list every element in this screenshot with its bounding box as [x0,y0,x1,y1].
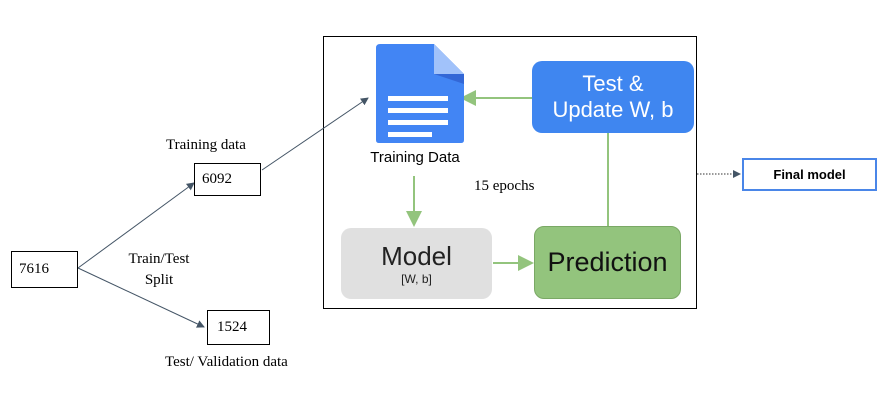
test-count-value: 1524 [217,319,247,335]
epochs-label: 15 epochs [474,178,535,194]
model-box: Model [W, b] [341,228,492,299]
train-to-doc-arrow [261,97,369,171]
training-count-box: 6092 [194,163,261,196]
prediction-box: Prediction [534,226,681,299]
split-label-line2: Split [144,272,174,288]
training-count-value: 6092 [202,171,232,187]
training-data-label: Training data [166,137,246,153]
split-to-test-arrow [77,267,205,328]
document-icon [376,44,464,143]
test-update-box: Test & Update W, b [532,61,694,133]
test-validation-label: Test/ Validation data [165,354,288,370]
prediction-label: Prediction [547,247,668,277]
test-update-line2: Update W, b [552,97,674,122]
final-model-label: Final model [773,167,846,182]
split-label: Train/Test Split [116,249,202,291]
training-data-title: Training Data [370,149,460,166]
model-params: [W, b] [401,271,432,286]
final-model-box: Final model [742,158,877,191]
split-to-train-arrow [77,182,195,269]
test-update-line1: Test & [582,71,644,96]
model-title: Model [381,240,452,271]
split-label-line1: Train/Test [128,251,190,267]
test-count-box: 1524 [207,310,270,345]
total-samples-box: 7616 [11,251,78,288]
total-samples-value: 7616 [19,261,49,277]
